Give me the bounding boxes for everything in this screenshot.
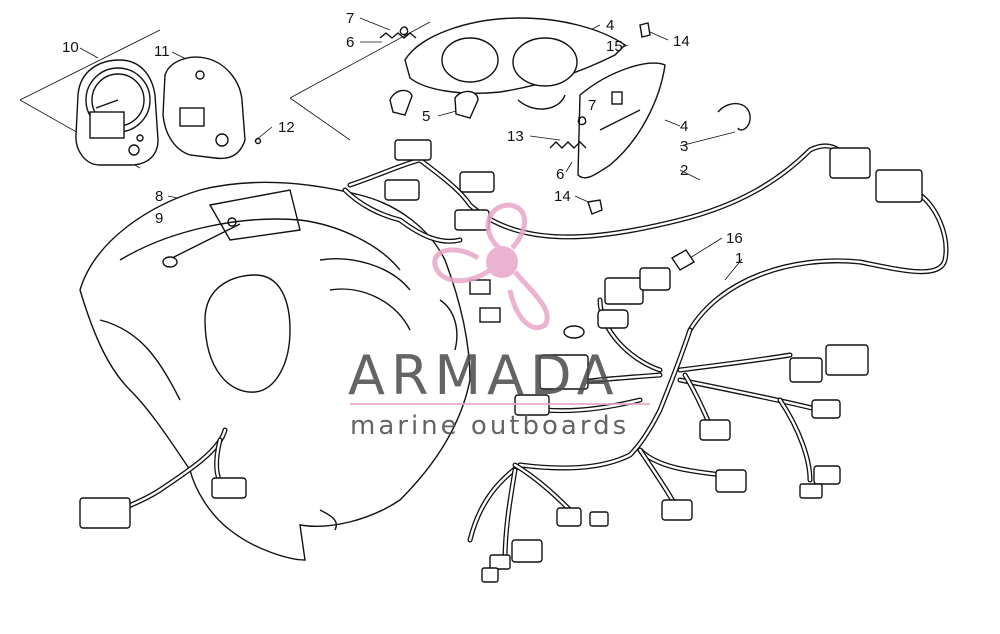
callout-16: 16 bbox=[726, 230, 743, 247]
knob-5b bbox=[454, 90, 479, 119]
grommet-8 bbox=[227, 217, 237, 227]
upper-connectors bbox=[384, 139, 923, 323]
callout-4-lower: 4 bbox=[680, 118, 688, 135]
callout-4-upper: 4 bbox=[606, 17, 614, 34]
callout-2: 2 bbox=[680, 162, 688, 179]
clip-14b bbox=[587, 199, 603, 215]
watermark-subtitle: marine outboards bbox=[350, 411, 629, 441]
spring-6a bbox=[379, 32, 417, 39]
callout-11: 11 bbox=[154, 43, 170, 60]
callout-6-upper: 6 bbox=[346, 34, 354, 51]
callout-10: 10 bbox=[62, 39, 79, 56]
watermark-logo-icon bbox=[432, 202, 550, 330]
watermark: ARMADA marine outboards bbox=[348, 202, 650, 441]
side-cover bbox=[577, 62, 666, 179]
dash-housing bbox=[79, 181, 471, 561]
screw-12 bbox=[254, 137, 262, 145]
instrument-cluster bbox=[75, 59, 159, 166]
left-sub-harness bbox=[79, 427, 247, 529]
callout-3: 3 bbox=[680, 138, 688, 155]
spring-6b bbox=[549, 141, 587, 149]
ring-3 bbox=[717, 102, 751, 131]
callout-6-lower: 6 bbox=[556, 166, 564, 183]
callout-5: 5 bbox=[422, 108, 430, 125]
lower-connectors bbox=[481, 249, 869, 583]
callout-labels: 10 11 12 7 6 4 15 14 5 7 13 4 3 2 6 14 8… bbox=[62, 10, 743, 267]
knob-5a bbox=[389, 89, 413, 116]
bolt-9 bbox=[167, 223, 241, 261]
callout-9: 9 bbox=[155, 210, 163, 227]
callout-13: 13 bbox=[507, 128, 524, 145]
callout-7-lower: 7 bbox=[588, 97, 596, 114]
callout-1: 1 bbox=[735, 250, 743, 267]
callout-7-upper: 7 bbox=[346, 10, 354, 27]
bolt-9-head bbox=[162, 256, 178, 268]
watermark-title: ARMADA bbox=[348, 344, 620, 407]
callout-8: 8 bbox=[155, 188, 163, 205]
callout-14-upper: 14 bbox=[673, 33, 690, 50]
nut-7b bbox=[577, 116, 587, 126]
nut-7a bbox=[399, 26, 409, 36]
cluster-back-housing bbox=[162, 56, 246, 160]
clip-14a bbox=[639, 22, 651, 38]
callout-15: 15 bbox=[606, 38, 623, 55]
callout-14-lower: 14 bbox=[554, 188, 571, 205]
callout-12: 12 bbox=[278, 119, 295, 136]
